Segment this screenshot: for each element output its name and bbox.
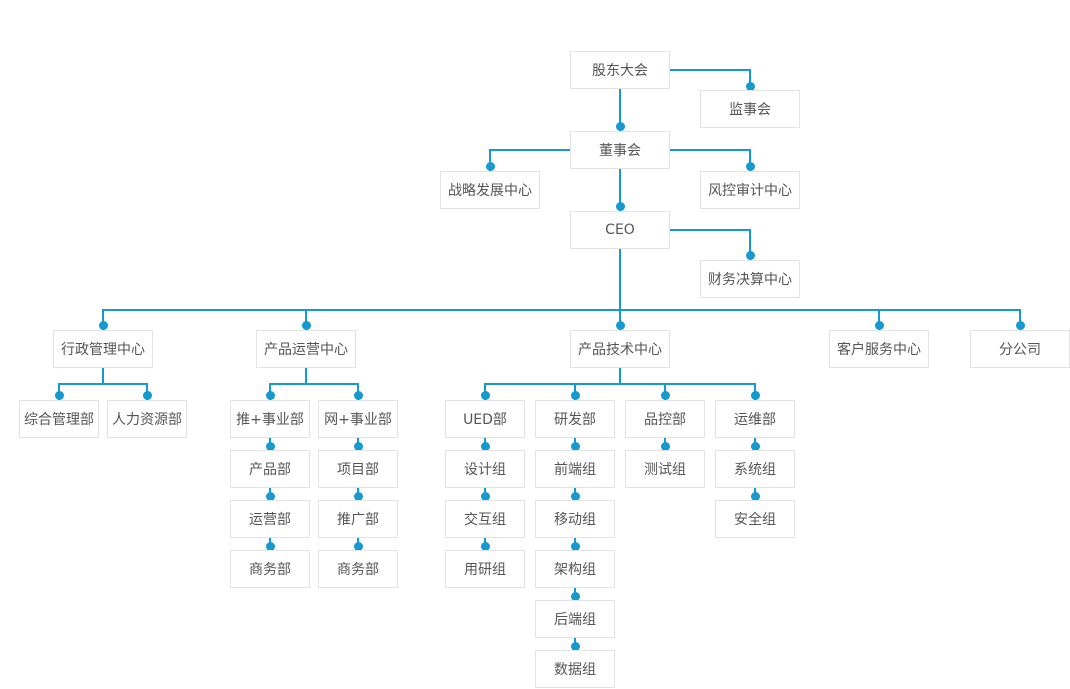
connector-line [102,368,104,385]
connector-dot [616,122,625,131]
connector-dot [354,391,363,400]
connector-dot [571,442,580,451]
connector-line [878,309,880,330]
connector-line [102,309,104,330]
node-user-research-group: 用研组 [445,550,525,588]
connector-dot [661,442,670,451]
connector-line [670,149,751,151]
connector-dot [55,391,64,400]
node-shareholders-meeting: 股东大会 [570,51,670,89]
connector-dot [486,162,495,171]
connector-dot [746,82,755,91]
node-ued-dept: UED部 [445,400,525,438]
connector-dot [571,592,580,601]
connector-dot [751,442,760,451]
connector-dot [571,391,580,400]
connector-line [619,89,621,131]
connector-line [269,383,359,385]
connector-dot [302,321,311,330]
connector-line [619,368,621,385]
node-frontend-group: 前端组 [535,450,615,488]
node-product-technology-center: 产品技术中心 [570,330,670,368]
node-ceo: CEO [570,211,670,249]
connector-dot [571,642,580,651]
connector-line [489,149,491,171]
node-strategy-development-center: 战略发展中心 [440,171,540,209]
node-qc-dept: 品控部 [625,400,705,438]
connector-line [670,69,751,71]
connector-dot [266,391,275,400]
connector-dot [571,542,580,551]
connector-line [489,149,570,151]
connector-dot [481,542,490,551]
node-rd-dept: 研发部 [535,400,615,438]
node-operation-dept: 运营部 [230,500,310,538]
connector-line [305,368,307,385]
node-design-group: 设计组 [445,450,525,488]
connector-dot [746,162,755,171]
connector-dot [616,321,625,330]
connector-line [749,229,751,260]
node-product-dept: 产品部 [230,450,310,488]
node-business-dept-right: 商务部 [318,550,398,588]
connector-line [619,249,621,330]
node-security-group: 安全组 [715,500,795,538]
connector-line [749,69,751,90]
connector-dot [266,492,275,501]
node-product-operation-center: 产品运营中心 [256,330,356,368]
node-testing-group: 测试组 [625,450,705,488]
connector-dot [266,442,275,451]
node-project-dept: 项目部 [318,450,398,488]
node-general-management-dept: 综合管理部 [19,400,99,438]
connector-line [1019,309,1021,330]
node-system-group: 系统组 [715,450,795,488]
node-customer-service-center: 客户服务中心 [829,330,929,368]
node-mobile-group: 移动组 [535,500,615,538]
connector-dot [1016,321,1025,330]
connector-line [670,229,751,231]
node-promotion-dept: 推广部 [318,500,398,538]
connector-line [484,383,756,385]
node-supervisory-board: 监事会 [700,90,800,128]
connector-dot [481,492,490,501]
connector-dot [746,251,755,260]
node-ops-dept: 运维部 [715,400,795,438]
node-tui-business-dept: 推+事业部 [230,400,310,438]
node-data-group: 数据组 [535,650,615,688]
connector-dot [99,321,108,330]
connector-dot [354,542,363,551]
connector-dot [661,391,670,400]
connector-dot [751,492,760,501]
connector-dot [266,542,275,551]
node-financial-accounting-center: 财务决算中心 [700,260,800,298]
node-wang-business-dept: 网+事业部 [318,400,398,438]
node-board-of-directors: 董事会 [570,131,670,169]
connector-dot [751,391,760,400]
connector-dot [616,202,625,211]
node-risk-audit-center: 风控审计中心 [700,171,800,209]
node-backend-group: 后端组 [535,600,615,638]
node-architecture-group: 架构组 [535,550,615,588]
node-human-resources-dept: 人力资源部 [107,400,187,438]
connector-line [619,169,621,211]
connector-line [102,309,1021,311]
node-admin-management-center: 行政管理中心 [53,330,153,368]
connector-dot [481,391,490,400]
connector-line [58,383,148,385]
connector-dot [354,492,363,501]
connector-dot [571,492,580,501]
connector-dot [143,391,152,400]
node-business-dept-left: 商务部 [230,550,310,588]
connector-dot [481,442,490,451]
node-interaction-group: 交互组 [445,500,525,538]
connector-line [749,149,751,171]
connector-dot [875,321,884,330]
node-branch-company: 分公司 [970,330,1070,368]
connector-dot [354,442,363,451]
connector-line [305,309,307,330]
